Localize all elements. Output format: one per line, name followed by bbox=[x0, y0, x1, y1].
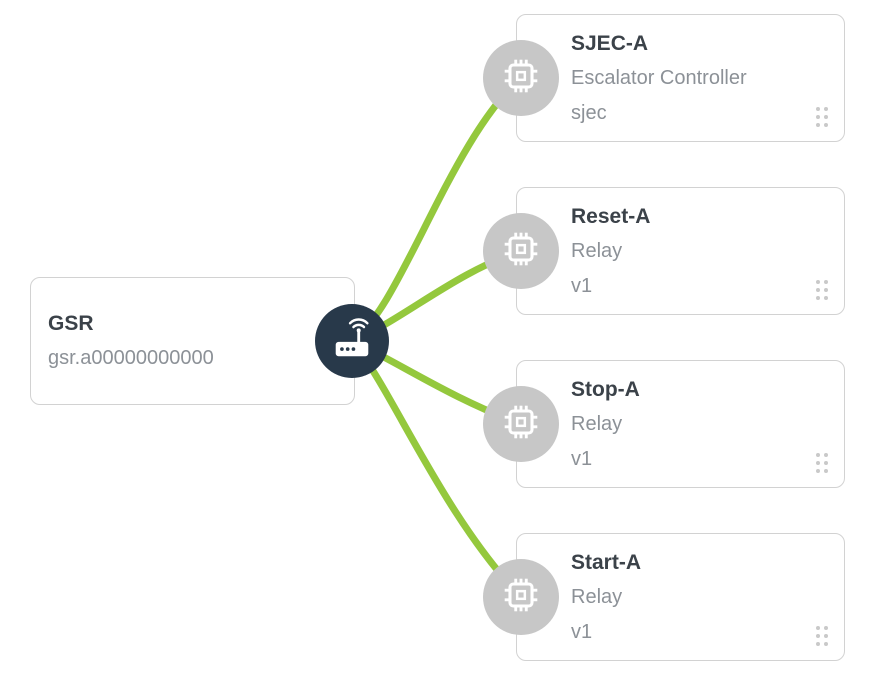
gateway-id: gsr.a00000000000 bbox=[48, 347, 214, 369]
gateway-title: GSR bbox=[48, 312, 94, 335]
device-title: SJEC-A bbox=[571, 31, 649, 55]
edge-gateway-sjec-a bbox=[348, 74, 525, 345]
device-node-stop-a[interactable] bbox=[483, 386, 559, 462]
device-version: sjec bbox=[571, 101, 607, 124]
device-node-start-a[interactable] bbox=[483, 559, 559, 635]
drag-handle-icon[interactable] bbox=[815, 106, 829, 128]
chip-icon bbox=[498, 53, 544, 104]
chip-icon bbox=[498, 226, 544, 277]
gateway-node[interactable] bbox=[315, 304, 389, 378]
drag-handle-icon[interactable] bbox=[815, 279, 829, 301]
gateway-card[interactable]: GSR gsr.a00000000000 bbox=[30, 277, 355, 405]
device-type: Relay bbox=[571, 412, 623, 435]
chip-icon bbox=[498, 399, 544, 450]
device-title: Stop-A bbox=[571, 377, 640, 401]
device-card-reset-a[interactable]: Reset-A Relay v1 bbox=[516, 187, 845, 315]
device-type: Relay bbox=[571, 239, 623, 262]
device-card-start-a[interactable]: Start-A Relay v1 bbox=[516, 533, 845, 661]
device-type: Escalator Controller bbox=[571, 66, 747, 89]
device-type: Relay bbox=[571, 585, 623, 608]
device-node-sjec-a[interactable] bbox=[483, 40, 559, 116]
device-version: v1 bbox=[571, 620, 593, 643]
device-version: v1 bbox=[571, 447, 593, 470]
edge-gateway-start-a bbox=[348, 337, 525, 601]
device-card-sjec-a[interactable]: SJEC-A Escalator Controller sjec bbox=[516, 14, 845, 142]
chip-icon bbox=[498, 572, 544, 623]
device-title: Start-A bbox=[571, 550, 642, 574]
device-card-stop-a[interactable]: Stop-A Relay v1 bbox=[516, 360, 845, 488]
device-version: v1 bbox=[571, 274, 593, 297]
drag-handle-icon[interactable] bbox=[815, 625, 829, 647]
device-title: Reset-A bbox=[571, 204, 651, 228]
device-node-reset-a[interactable] bbox=[483, 213, 559, 289]
drag-handle-icon[interactable] bbox=[815, 452, 829, 474]
router-wifi-icon bbox=[329, 316, 375, 367]
